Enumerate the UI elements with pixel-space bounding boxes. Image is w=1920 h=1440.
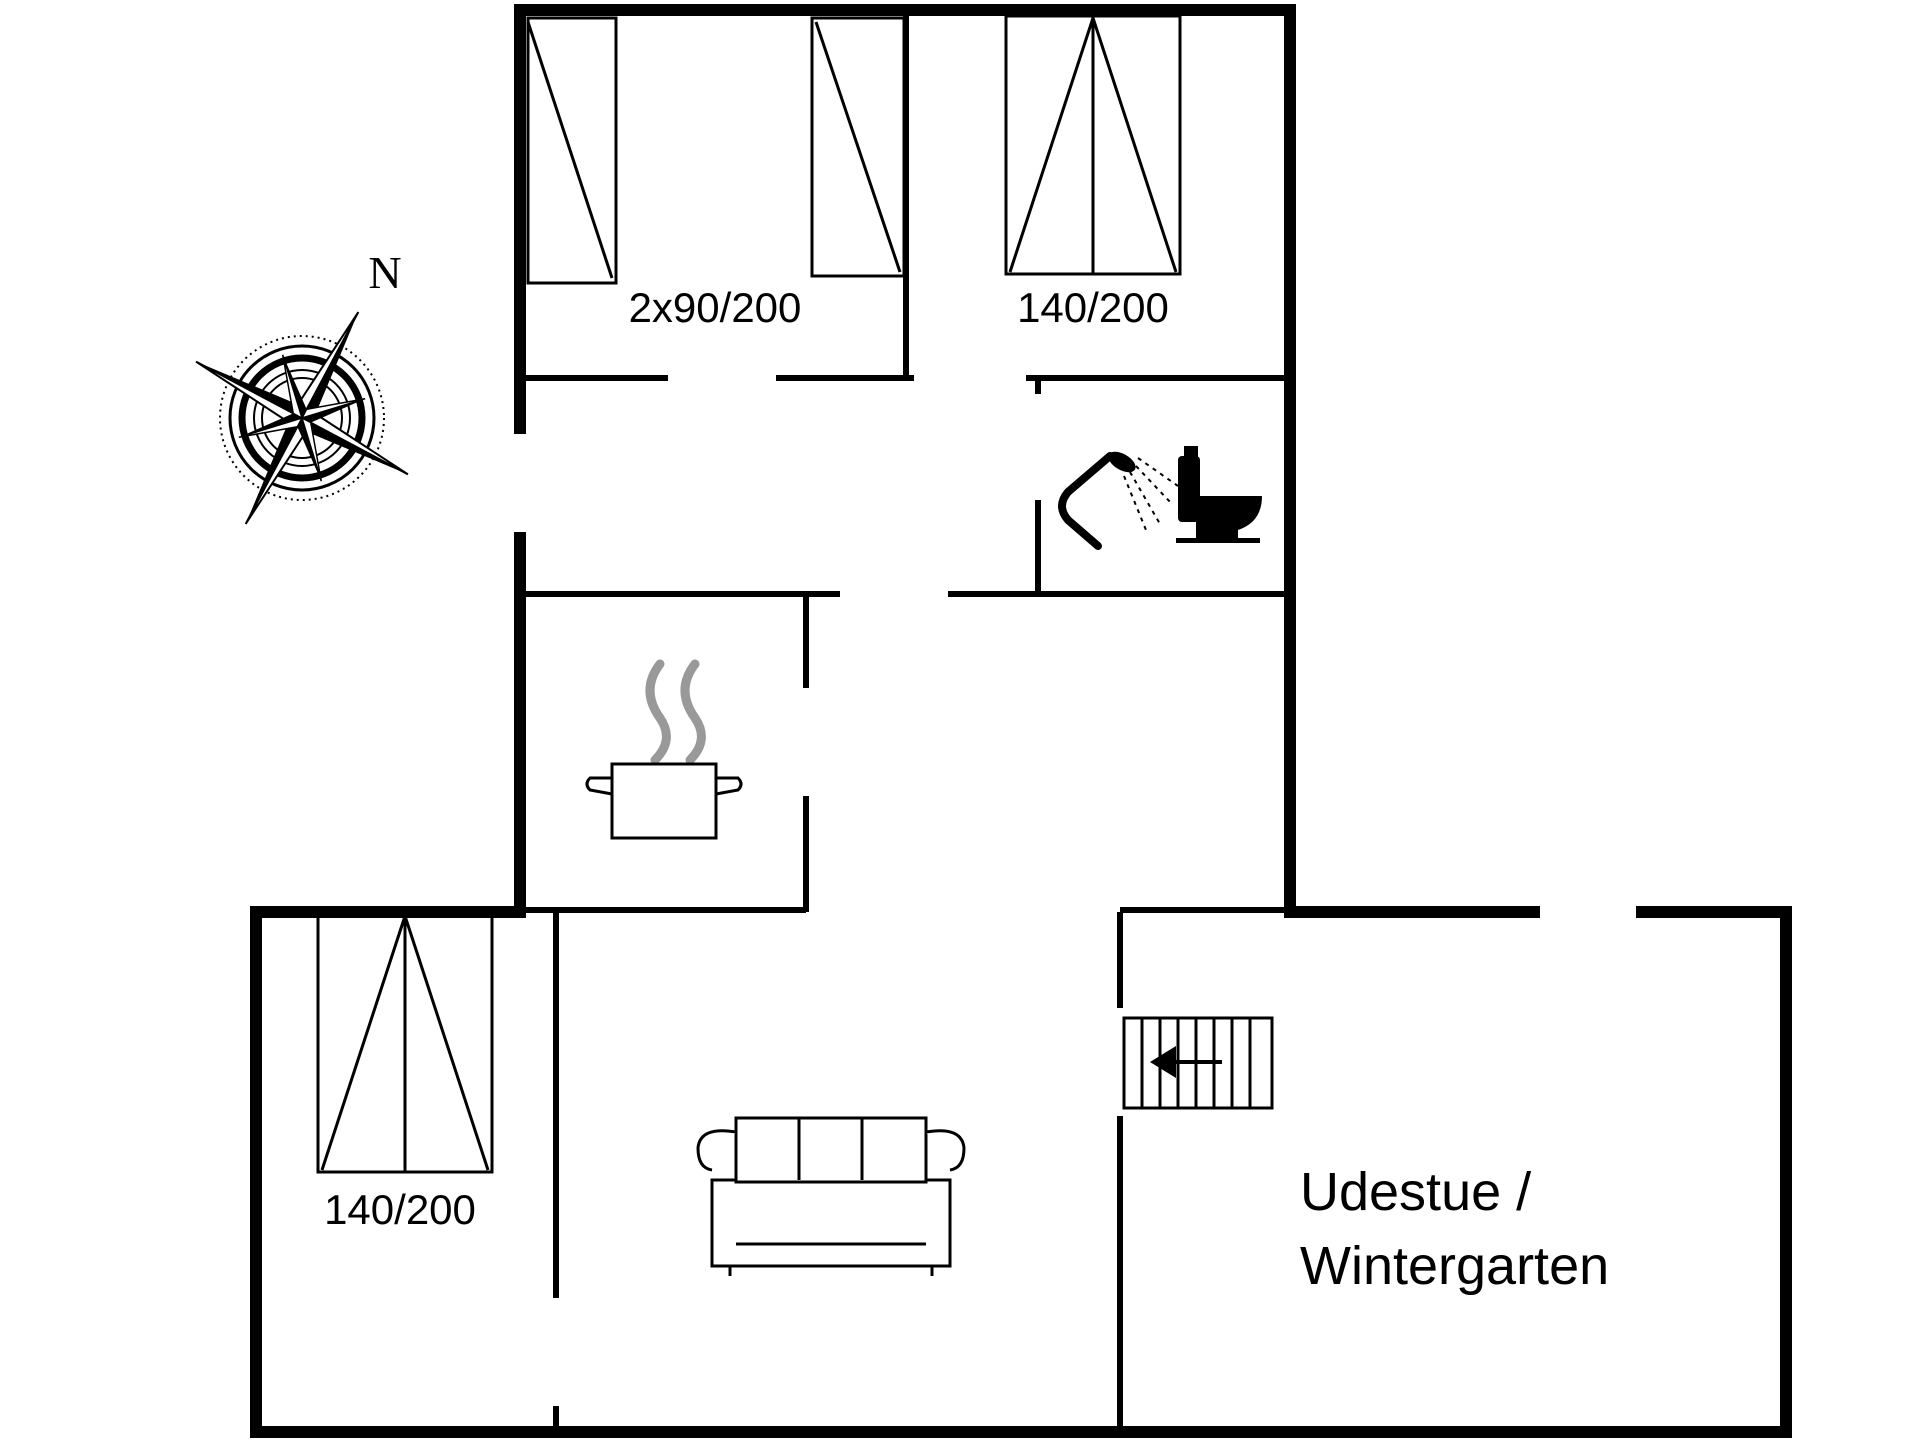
kitchen xyxy=(585,659,743,840)
toilet-icon xyxy=(1176,446,1262,543)
bed-size-label-top: 140/200 xyxy=(1017,284,1169,331)
sunroom-label-line1: Udestue / xyxy=(1300,1162,1531,1222)
bathroom xyxy=(1058,446,1262,550)
bedroom-double-bottom: 140/200 xyxy=(316,912,494,1233)
shower-icon xyxy=(1058,451,1179,550)
stairs-arrow-icon xyxy=(1122,1016,1274,1110)
bedroom-double-top: 140/200 xyxy=(1004,14,1182,331)
compass-rose-icon: N xyxy=(195,247,409,525)
cooking-pot-icon xyxy=(585,659,743,840)
sofa-icon xyxy=(696,1116,966,1276)
bedroom-twin: 2x90/200 xyxy=(526,16,906,331)
sunroom: Udestue / Wintergarten xyxy=(1122,1016,1609,1296)
living-room xyxy=(696,1116,966,1276)
interior-walls xyxy=(520,14,1286,1432)
sunroom-label-line2: Wintergarten xyxy=(1300,1236,1609,1296)
single-bed-left xyxy=(526,16,618,285)
double-bed-bottom xyxy=(316,912,494,1174)
double-bed-top xyxy=(1004,14,1182,276)
compass-north-label: N xyxy=(368,247,401,298)
bed-size-label-bottom: 140/200 xyxy=(324,1186,476,1233)
outer-walls xyxy=(250,4,1792,1438)
bed-size-label-twin: 2x90/200 xyxy=(629,284,802,331)
single-bed-right xyxy=(810,16,906,278)
